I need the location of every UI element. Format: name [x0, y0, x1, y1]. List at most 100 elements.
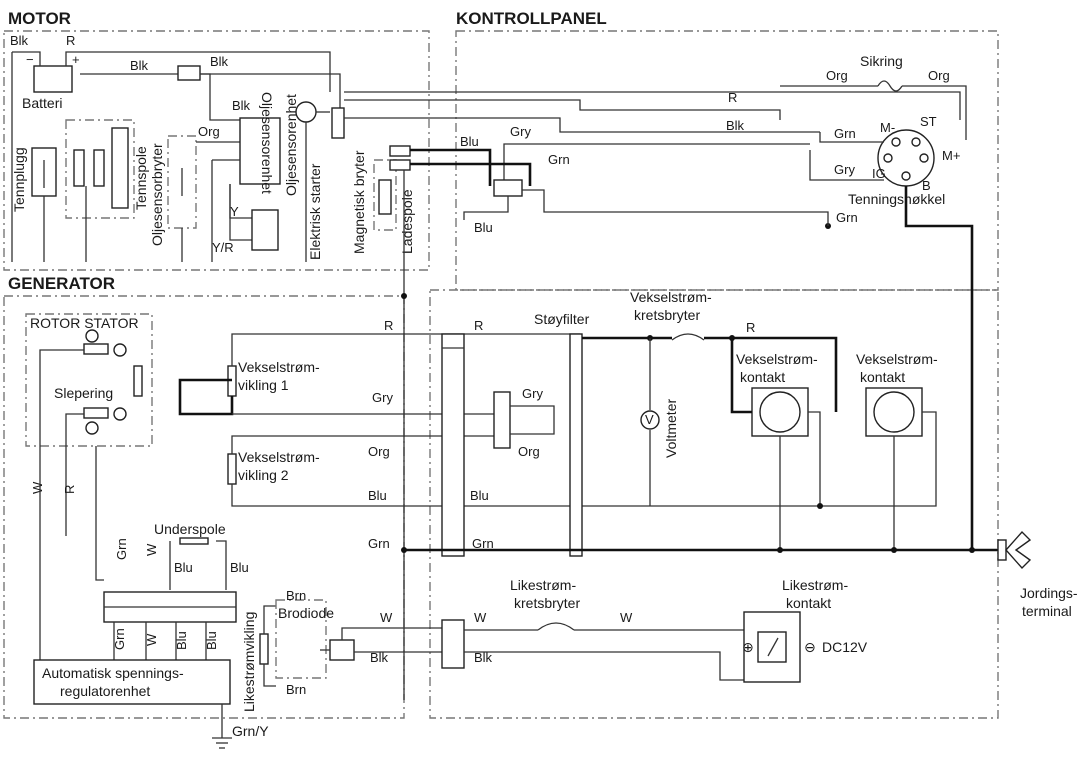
dc-plus-icon: ⊕ [742, 639, 754, 655]
sub-coil-icon [179, 537, 209, 545]
starter-solenoid-icon [331, 107, 345, 139]
ground-terminal-icon [997, 530, 1032, 570]
diode-icon [493, 179, 523, 197]
wire-label-blu-avr-1: Blu [174, 631, 189, 650]
slip-ring-low-icon [113, 407, 127, 421]
wire-label-brn-1: Brn [286, 588, 306, 603]
ignition-coil-icon [111, 127, 129, 209]
dc-breaker-icon [537, 622, 575, 631]
fuse-label: Sikring [860, 53, 903, 69]
dc-connector-icon [441, 619, 465, 669]
wire-label-org-fuse-l: Org [826, 68, 848, 83]
control-panel-frame [455, 30, 999, 291]
ac-winding-1-label-a: Vekselstrøm- [238, 359, 320, 375]
key-b: B [922, 178, 931, 193]
voltmeter-label: Voltmeter [663, 399, 679, 458]
section-control-panel: KONTROLLPANEL [456, 9, 607, 28]
wire-label-grn-cp: Grn [472, 536, 494, 551]
electric-starter-label: Elektrisk starter [307, 163, 323, 260]
rotor-coil-icon [133, 365, 143, 397]
dc-minus-icon: ⊖ [804, 639, 816, 655]
key-m-plus: M+ [942, 148, 960, 163]
ground-wire-label: Grn/Y [232, 723, 269, 739]
key-st: ST [920, 114, 937, 129]
wire-label-blu-gen: Blu [368, 488, 387, 503]
avr-label-a: Automatisk spennings- [42, 665, 184, 681]
wire-label-blu-1: Blu [460, 134, 479, 149]
voltmeter-icon [640, 410, 660, 430]
ground-terminal-label-a: Jordings- [1020, 585, 1078, 601]
wire-label-blk-top: Blk [726, 118, 745, 133]
oil-sensor-unit-label-2: Oljesensorenhet [259, 92, 275, 194]
motor-frame [3, 30, 430, 271]
oil-sensor-switch-label: Oljesensorbryter [149, 143, 165, 246]
wire-label-blk-3: Blk [232, 98, 251, 113]
noise-filter-label: Støyfilter [534, 311, 590, 327]
wire-label-r-gen: R [62, 485, 77, 494]
wire-label-grn-1: Grn [548, 152, 570, 167]
dc-outlet-label-b: kontakt [786, 595, 831, 611]
wire-label-r-top: R [728, 90, 737, 105]
sub-coil-label: Underspole [154, 521, 226, 537]
ignition-coil-winding2-icon [73, 149, 85, 187]
bridge-diode-icon [329, 639, 355, 661]
battery-plus: + [72, 52, 80, 67]
ac-outlet-2-label-a: Vekselstrøm- [856, 351, 938, 367]
wire-label-blk-dc-2: Blk [474, 650, 493, 665]
wire-label-blu-sub-1: Blu [174, 560, 193, 575]
wire-label-grn-sub: Grn [114, 538, 129, 560]
wire-label-w-dc-1: W [380, 610, 393, 625]
ignition-coil-label: Tennspole [133, 146, 149, 210]
slip-ring-bottom-icon [85, 421, 99, 435]
wire-label-r-gen-1: R [384, 318, 393, 333]
bridge-diode-label: Brodiode [278, 605, 334, 621]
wire-label-r-ac: R [746, 320, 755, 335]
ac-breaker-label-b: kretsbryter [634, 307, 700, 323]
wire-label-blk-batt: Blk [10, 33, 29, 48]
wire-label-gry-cp: Gry [522, 386, 543, 401]
wire-label-grn-gen: Grn [368, 536, 390, 551]
oil-sensor-unit-icon [239, 117, 281, 185]
magnetic-switch-frame [373, 159, 397, 231]
wire-label-r-batt: R [66, 33, 75, 48]
ground-symbol-icon [212, 737, 232, 749]
oil-sensor-unit-label-1: Oljesensorenhet [283, 94, 299, 196]
wire-label-yr: Y/R [212, 240, 234, 255]
rotor-stator-label: ROTOR STATOR [30, 315, 139, 331]
magnetic-switch-label: Magnetisk bryter [351, 150, 367, 254]
wire-label-gry-key: Gry [834, 162, 855, 177]
ac-winding-1-label-b: vikling 1 [238, 377, 289, 393]
voltage-selector-icon [493, 391, 511, 449]
bridge-diode-frame [275, 599, 327, 679]
wire-label-w-gen: W [30, 481, 45, 494]
ac-outlet-2-label-b: kontakt [860, 369, 905, 385]
wire-label-blk-2: Blk [210, 54, 229, 69]
wire-label-blu-sub-2: Blu [230, 560, 249, 575]
ignition-coil-winding-icon [93, 149, 105, 187]
ac-winding-2-label-a: Vekselstrøm- [238, 449, 320, 465]
ac-breaker-icon [671, 333, 705, 341]
ignition-key-label: Tenningsnøkkel [848, 191, 945, 207]
charge-connector-1-icon [389, 145, 411, 157]
wire-label-gry-gen: Gry [372, 390, 393, 405]
avr-label-b: regulatorenhet [60, 683, 150, 699]
wire-label-brn-2: Brn [286, 682, 306, 697]
ac-outlet-1-label-b: kontakt [740, 369, 785, 385]
connector-icon [177, 65, 201, 81]
avr-unit-icon [33, 659, 231, 705]
battery-minus: − [26, 52, 34, 67]
wire-label-blu-cp: Blu [470, 488, 489, 503]
dc-breaker-label-b: kretsbryter [514, 595, 580, 611]
wire-label-blk-dc-1: Blk [370, 650, 389, 665]
wire-label-grn-key2: Grn [836, 210, 858, 225]
starter-motor-icon [295, 101, 317, 123]
brush-bottom-icon [83, 407, 109, 419]
oil-warning-icon [251, 209, 279, 251]
dc-breaker-label-a: Likestrøm- [510, 577, 576, 593]
section-motor: MOTOR [8, 9, 71, 28]
dc-winding-icon [259, 633, 269, 665]
key-m-minus: M- [880, 120, 895, 135]
section-generator: GENERATOR [8, 274, 115, 293]
wire-label-blu-2: Blu [474, 220, 493, 235]
voltmeter-symbol: V [645, 412, 654, 427]
